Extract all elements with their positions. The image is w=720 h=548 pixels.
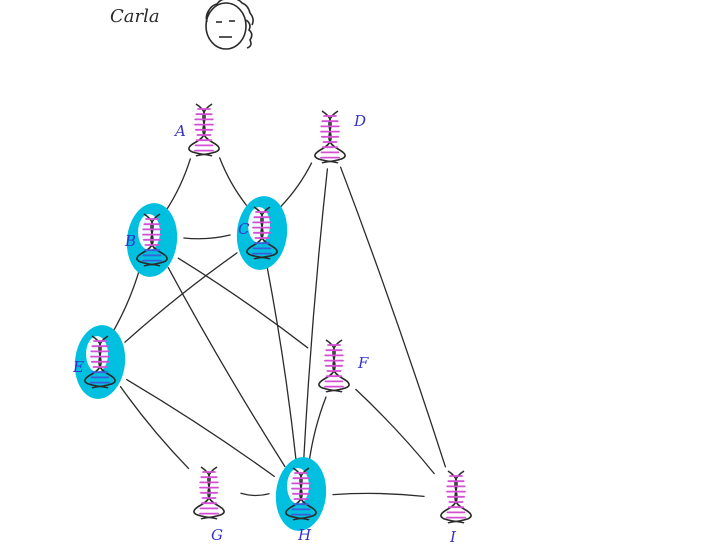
nodes-layer: A D B C E F G H I: [72, 103, 472, 546]
highlight-gap-E: [86, 336, 108, 372]
edge-B-H: [167, 266, 286, 468]
dna-icon: [136, 213, 168, 267]
dna-icon: [440, 470, 472, 524]
highlight-gap-H: [287, 468, 309, 504]
dna-icon: [246, 206, 278, 260]
dna-icon: [193, 466, 225, 520]
edge-E-H: [126, 378, 275, 478]
edge-G-H: [240, 492, 270, 497]
highlight-gap-C: [248, 207, 270, 243]
node-label-H: H: [297, 526, 312, 544]
node-D: D: [314, 110, 366, 164]
dna-icon: [314, 110, 346, 164]
edge-D-H: [302, 168, 329, 463]
node-label-F: F: [357, 354, 369, 372]
edge-B-C: [183, 234, 231, 240]
header-doodle: Carla: [110, 0, 254, 50]
edge-A-C: [219, 157, 247, 206]
node-I: I: [440, 470, 472, 546]
face-doodle-icon: [205, 0, 254, 50]
edge-B-F: [177, 257, 309, 349]
edge-D-C: [279, 162, 313, 208]
node-H: H: [275, 457, 327, 544]
highlight-gap-B: [138, 214, 160, 250]
node-C: C: [236, 196, 288, 270]
edge-H-I: [332, 492, 425, 498]
edge-E-G: [119, 385, 190, 470]
node-label-I: I: [449, 528, 457, 546]
edge-B-E: [111, 268, 141, 334]
node-F: F: [318, 339, 369, 393]
node-label-G: G: [211, 526, 223, 544]
node-A: A: [173, 103, 220, 157]
node-label-E: E: [72, 358, 84, 376]
edge-C-H: [266, 263, 297, 464]
edge-C-E: [124, 252, 238, 343]
author-name: Carla: [110, 6, 160, 27]
dna-icon: [84, 335, 116, 389]
edge-A-B: [165, 158, 191, 212]
node-label-D: D: [353, 112, 366, 130]
node-label-A: A: [173, 122, 186, 140]
node-B: B: [124, 203, 178, 277]
node-E: E: [72, 325, 126, 399]
dna-icon: [188, 103, 220, 157]
edge-F-I: [355, 388, 435, 475]
dna-icon: [318, 339, 350, 393]
node-label-B: B: [124, 232, 136, 250]
dna-icon: [285, 467, 317, 521]
edges-layer: [111, 157, 447, 498]
edge-F-H: [308, 396, 327, 464]
edge-D-I: [339, 166, 447, 468]
node-label-C: C: [238, 220, 250, 238]
node-G: G: [193, 466, 225, 544]
